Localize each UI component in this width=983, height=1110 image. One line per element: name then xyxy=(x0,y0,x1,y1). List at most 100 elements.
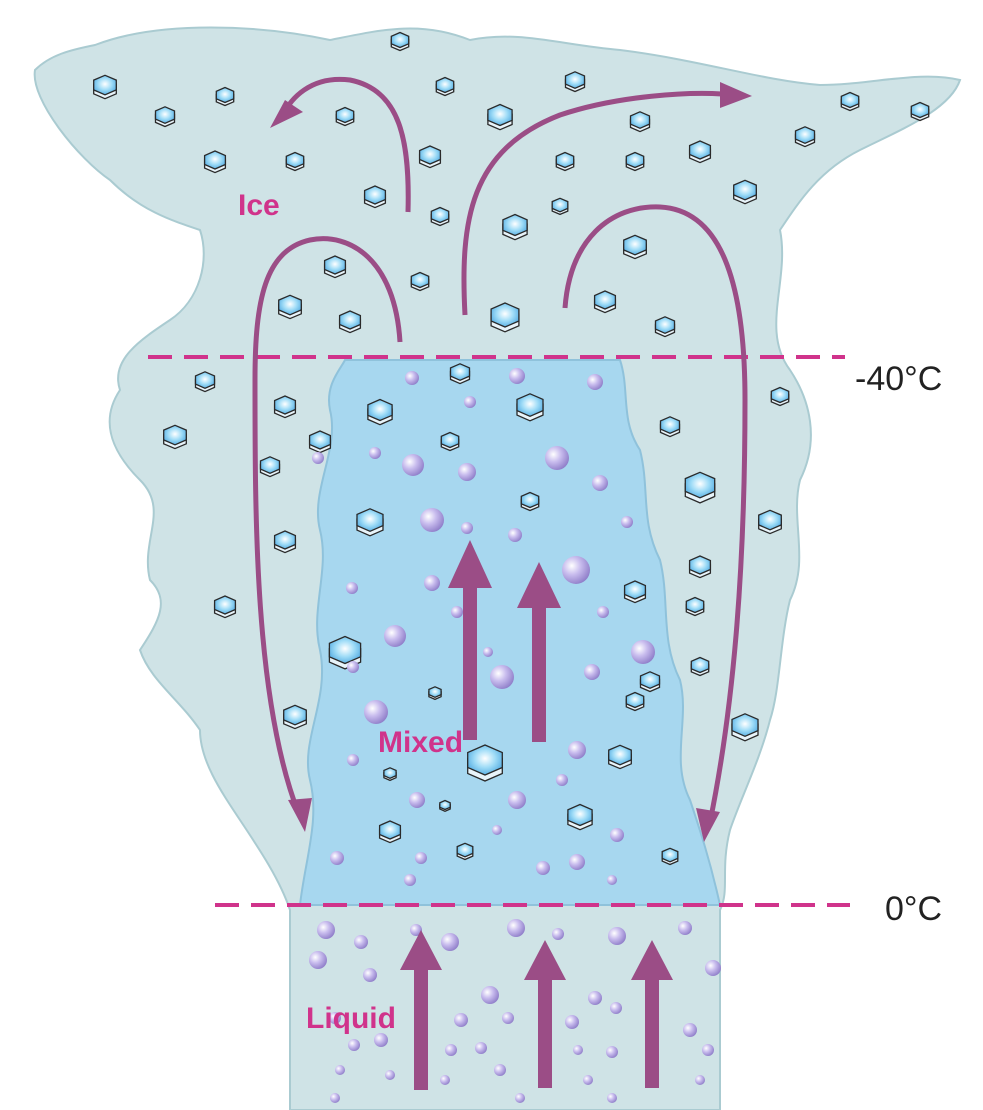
label-liquid: Liquid xyxy=(306,1002,396,1035)
hexagon-crystal-icon xyxy=(384,768,396,781)
droplet-icon xyxy=(330,1093,340,1103)
droplet-icon xyxy=(441,933,459,951)
droplet-icon xyxy=(509,368,525,384)
droplet-icon xyxy=(461,522,473,534)
droplet-icon xyxy=(610,828,624,842)
hexagon-crystal-icon xyxy=(286,153,303,171)
droplet-icon xyxy=(445,1044,457,1056)
droplet-icon xyxy=(346,582,358,594)
droplet-icon xyxy=(507,919,525,937)
hexagon-crystal-icon xyxy=(205,151,226,173)
hexagon-crystal-icon xyxy=(625,581,646,603)
droplet-icon xyxy=(515,1093,525,1103)
hexagon-crystal-icon xyxy=(552,198,568,214)
hexagon-crystal-icon xyxy=(503,215,527,240)
hexagon-crystal-icon xyxy=(491,303,519,332)
hexagon-crystal-icon xyxy=(380,821,401,843)
droplet-icon xyxy=(592,475,608,491)
hexagon-crystal-icon xyxy=(568,805,592,830)
hexagon-crystal-icon xyxy=(796,127,815,147)
hexagon-crystal-icon xyxy=(661,417,680,437)
droplet-icon xyxy=(606,1046,618,1058)
hexagon-crystal-icon xyxy=(365,186,386,208)
droplet-icon xyxy=(409,792,425,808)
droplet-icon xyxy=(464,396,476,408)
droplet-icon xyxy=(440,1075,450,1085)
droplet-icon xyxy=(607,1093,617,1103)
hexagon-crystal-icon xyxy=(609,745,632,768)
hexagon-crystal-icon xyxy=(436,78,453,96)
droplet-icon xyxy=(483,647,493,657)
droplet-icon xyxy=(678,921,692,935)
droplet-icon xyxy=(508,791,526,809)
droplet-icon xyxy=(385,1070,395,1080)
hexagon-crystal-icon xyxy=(641,672,660,692)
droplet-icon xyxy=(568,741,586,759)
droplet-icon xyxy=(348,1039,360,1051)
hexagon-crystal-icon xyxy=(732,714,758,741)
hexagon-crystal-icon xyxy=(196,372,215,392)
droplet-icon xyxy=(705,960,721,976)
hexagon-crystal-icon xyxy=(336,108,353,126)
droplet-icon xyxy=(565,1015,579,1029)
hexagon-crystal-icon xyxy=(431,208,448,226)
hexagon-crystal-icon xyxy=(164,425,187,448)
droplet-icon xyxy=(374,1033,388,1047)
droplet-icon xyxy=(502,1012,514,1024)
hexagon-crystal-icon xyxy=(626,153,643,171)
hexagon-crystal-icon xyxy=(325,256,346,278)
droplet-icon xyxy=(702,1044,714,1056)
hexagon-crystal-icon xyxy=(411,273,428,291)
droplet-icon xyxy=(584,664,600,680)
hexagon-crystal-icon xyxy=(734,180,757,203)
droplet-icon xyxy=(610,1002,622,1014)
droplet-icon xyxy=(458,463,476,481)
droplet-icon xyxy=(363,968,377,982)
droplet-icon xyxy=(330,851,344,865)
hexagon-crystal-icon xyxy=(517,394,543,421)
hexagon-crystal-icon xyxy=(94,75,117,98)
droplet-icon xyxy=(354,935,368,949)
droplet-icon xyxy=(347,661,359,673)
hexagon-crystal-icon xyxy=(275,531,296,553)
hexagon-crystal-icon xyxy=(340,311,361,333)
hexagon-crystal-icon xyxy=(279,295,302,318)
hexagon-crystal-icon xyxy=(451,364,470,384)
droplet-icon xyxy=(335,1065,345,1075)
droplet-icon xyxy=(312,452,324,464)
hexagon-crystal-icon xyxy=(488,105,512,130)
label-ice: Ice xyxy=(238,189,280,222)
hexagon-crystal-icon xyxy=(261,457,280,477)
hexagon-crystal-icon xyxy=(686,598,703,616)
droplet-icon xyxy=(508,528,522,542)
hexagon-crystal-icon xyxy=(429,687,441,700)
hexagon-crystal-icon xyxy=(685,472,714,503)
droplet-icon xyxy=(404,874,416,886)
hexagon-crystal-icon xyxy=(441,433,458,451)
droplet-icon xyxy=(683,1023,697,1037)
hexagon-crystal-icon xyxy=(391,33,408,51)
hexagon-crystal-icon xyxy=(357,509,383,536)
droplet-icon xyxy=(695,1075,705,1085)
hexagon-crystal-icon xyxy=(420,146,441,168)
hexagon-crystal-icon xyxy=(275,396,296,418)
droplet-icon xyxy=(415,852,427,864)
droplet-icon xyxy=(364,700,388,724)
hexagon-crystal-icon xyxy=(691,658,708,676)
hexagon-crystal-icon xyxy=(566,72,585,92)
hexagon-crystal-icon xyxy=(631,112,650,132)
temp-label-0: 0°C xyxy=(885,890,942,928)
hexagon-crystal-icon xyxy=(457,843,473,859)
droplet-icon xyxy=(481,986,499,1004)
droplet-icon xyxy=(587,374,603,390)
droplet-icon xyxy=(556,774,568,786)
droplet-icon xyxy=(490,665,514,689)
hexagon-crystal-icon xyxy=(216,88,233,106)
droplet-icon xyxy=(536,861,550,875)
droplet-icon xyxy=(454,1013,468,1027)
hexagon-crystal-icon xyxy=(556,153,573,171)
hexagon-crystal-icon xyxy=(662,848,678,864)
droplet-icon xyxy=(369,447,381,459)
droplet-icon xyxy=(402,454,424,476)
